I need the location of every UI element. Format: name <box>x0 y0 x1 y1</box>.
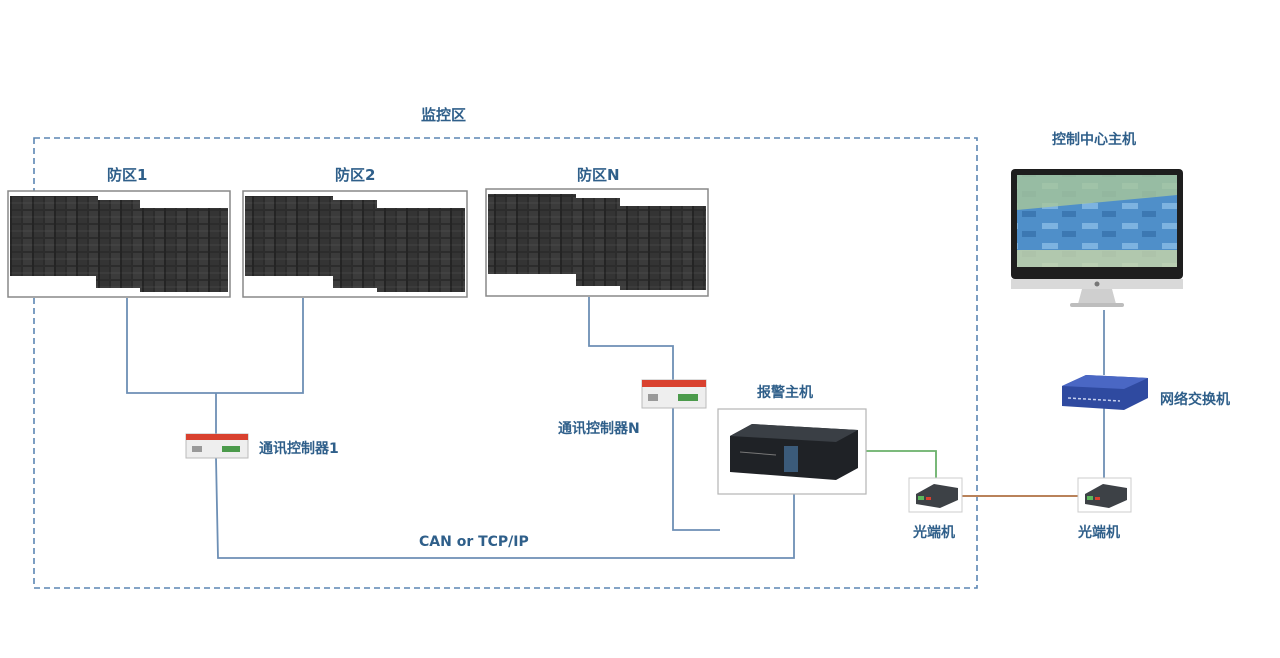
alarm-host-label: 报警主机 <box>757 385 813 401</box>
control-center-label: 控制中心主机 <box>1052 132 1136 148</box>
zone-2-label: 防区2 <box>335 166 376 184</box>
alarm-to-fiber-link <box>866 450 937 478</box>
network-switch-label: 网络交换机 <box>1160 392 1230 408</box>
monitor-zone-label: 监控区 <box>421 106 467 124</box>
connection-lines <box>126 297 1105 559</box>
controller-n-label: 通讯控制器N <box>558 421 640 437</box>
zone-1-fence-image <box>7 190 231 298</box>
controllerN-to-alarm-link <box>672 408 720 531</box>
bus-label: CAN or TCP/IP <box>419 534 529 550</box>
zone-1-label: 防区1 <box>107 166 148 184</box>
network-switch-device <box>1062 375 1148 410</box>
zone1-2-to-controller1-link <box>126 298 304 394</box>
zone-2-fence-image <box>242 190 468 298</box>
controller-1-device <box>185 433 249 459</box>
zone-n-fence-image <box>485 188 709 297</box>
zoneN-to-controllerN-link <box>588 297 674 380</box>
monitor-zone-boundary <box>33 137 978 589</box>
alarm-host-device <box>717 408 867 495</box>
fiber-terminal-right-device <box>1077 477 1132 513</box>
control-center-monitor <box>1011 169 1183 307</box>
fiber-terminal-left-device <box>908 477 963 513</box>
controller-n-device <box>641 379 707 409</box>
zone-n-label: 防区N <box>577 166 620 184</box>
bus-line <box>215 457 795 559</box>
fiber-terminal-left-label: 光端机 <box>913 525 955 541</box>
controller-1-label: 通讯控制器1 <box>259 441 339 457</box>
fiber-terminal-right-label: 光端机 <box>1078 525 1120 541</box>
